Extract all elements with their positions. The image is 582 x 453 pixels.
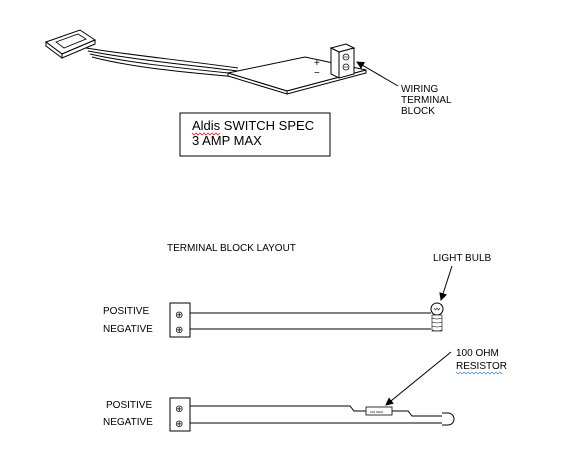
wiring-terminal-label-line2: TERMINAL	[401, 95, 452, 106]
resistor-pointer	[385, 351, 452, 406]
switch-spec-box: Aldis SWITCH SPEC 3 AMP MAX	[179, 112, 331, 157]
circuit2-positive-label: POSITIVE	[106, 400, 152, 411]
terminal-block-3d	[329, 43, 356, 79]
resistor-spellcheck-underline	[455, 371, 503, 375]
spec-brand: Aldis	[192, 118, 221, 133]
circuit2-terminal-block	[169, 397, 191, 432]
switch-board-illustration: + −	[44, 29, 399, 95]
circuit2-terminal-negative: ⊕	[175, 419, 183, 430]
circuit1-terminal-negative: ⊕	[175, 325, 183, 336]
circuit-resistor-led: POSITIVE NEGATIVE ⊕ ⊕ 100 OHM 100 OHM RE…	[103, 348, 507, 432]
connector-wires	[85, 47, 239, 78]
resistor-body-text: 100 OHM	[370, 410, 383, 414]
light-bulb-label: LIGHT BULB	[433, 253, 491, 264]
light-bulb-pointer	[439, 265, 453, 301]
board-minus-mark: −	[314, 68, 320, 79]
connector-plug	[44, 29, 97, 59]
spec-title: SWITCH SPEC	[220, 118, 314, 133]
led-icon	[442, 412, 455, 426]
light-bulb-icon	[430, 302, 444, 332]
spec-line-1: Aldis SWITCH SPEC	[192, 118, 314, 133]
wiring-terminal-label-line1: WIRING	[401, 84, 438, 95]
resistor-label-line2: RESISTOR	[456, 361, 507, 372]
terminal-block-layout-heading: TERMINAL BLOCK LAYOUT	[167, 243, 296, 254]
spec-line-2: 3 AMP MAX	[192, 133, 262, 148]
circuit-light-bulb: POSITIVE NEGATIVE ⊕ ⊕ LIGHT BULB	[103, 253, 491, 338]
circuit1-negative-label: NEGATIVE	[103, 324, 153, 335]
wiring-terminal-label-line3: BLOCK	[401, 106, 435, 117]
circuit2-terminal-positive: ⊕	[175, 404, 183, 415]
spellcheck-underline	[191, 132, 221, 136]
resistor-label-line1: 100 OHM	[456, 348, 499, 359]
circuit1-positive-label: POSITIVE	[103, 306, 149, 317]
circuit2-negative-label: NEGATIVE	[103, 417, 153, 428]
board-plus-mark: +	[314, 58, 320, 69]
terminal-block-pointer	[356, 61, 399, 87]
circuit1-terminal-positive: ⊕	[175, 310, 183, 321]
circuit1-terminal-block	[169, 302, 191, 338]
resistor-component: 100 OHM	[365, 406, 393, 416]
